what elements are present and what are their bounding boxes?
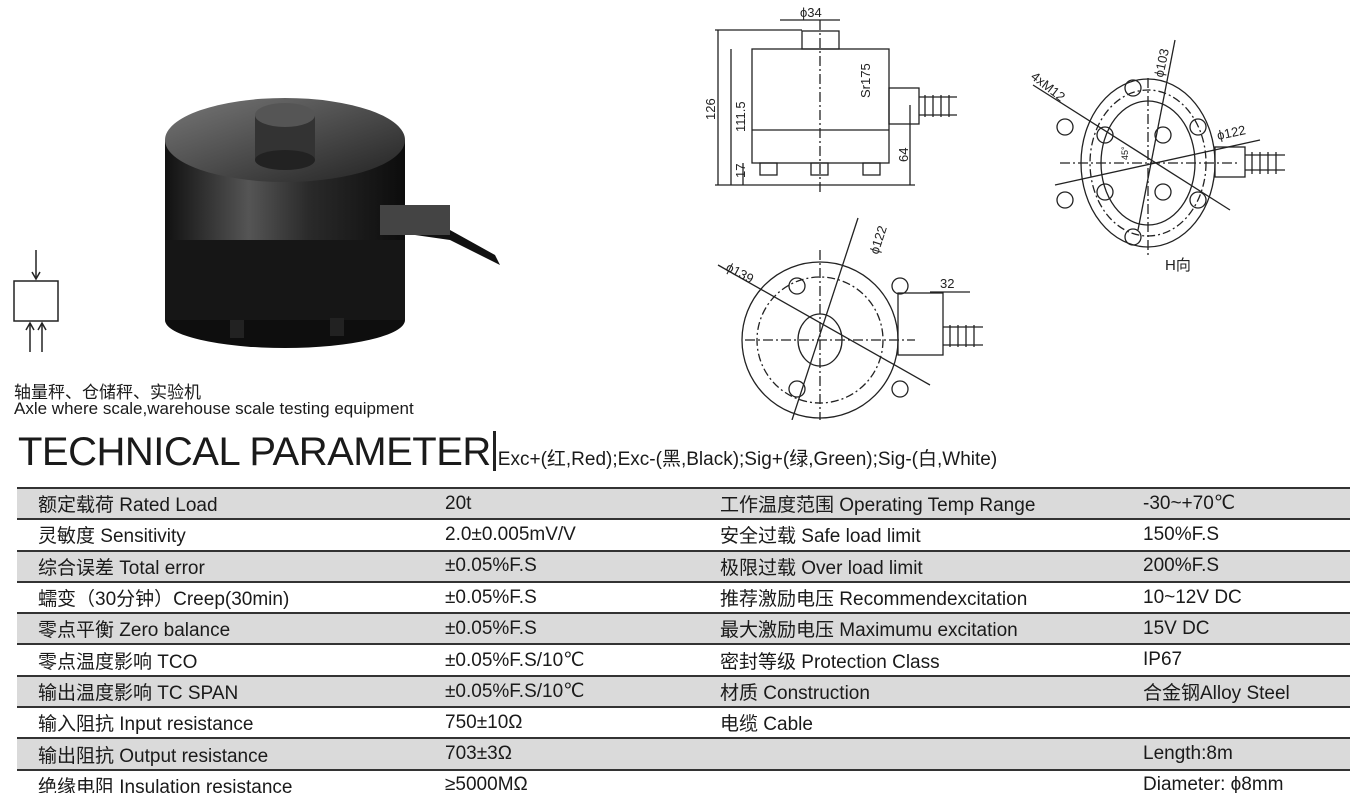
dim-d34: ϕ34 bbox=[800, 5, 822, 20]
param-label: 绝缘电阻 Insulation resistance bbox=[17, 768, 445, 793]
param-label: 输入阻抗 Input resistance bbox=[17, 706, 445, 739]
dim-111-5: 111.5 bbox=[733, 101, 748, 132]
technical-drawing: ϕ34 Sr175 126 111.5 17 64 4xM12 ϕ103 ϕ12… bbox=[703, 5, 1285, 420]
param-label: 推荐激励电压 Recommendexcitation bbox=[720, 580, 1143, 614]
dim-angle: 45° bbox=[1120, 146, 1130, 160]
dim-64: 64 bbox=[896, 148, 911, 162]
param-label bbox=[720, 737, 1143, 770]
param-value: ±0.05%F.S bbox=[445, 580, 720, 614]
param-value: 2.0±0.005mV/V bbox=[445, 518, 720, 551]
param-label: 零点平衡 Zero balance bbox=[17, 612, 445, 645]
dim-d122-bottom: ϕ122 bbox=[867, 224, 890, 256]
param-label: 输出温度影响 TC SPAN bbox=[17, 674, 445, 708]
param-label: 输出阻抗 Output resistance bbox=[17, 737, 445, 770]
param-value: Diameter: ϕ8mm bbox=[1143, 768, 1350, 793]
param-value: -30~+70℃ bbox=[1143, 486, 1350, 520]
param-label bbox=[720, 768, 1143, 793]
param-label: 综合误差 Total error bbox=[17, 549, 445, 582]
param-value: ±0.05%F.S/10℃ bbox=[445, 643, 720, 676]
load-cell-photo bbox=[165, 98, 500, 348]
param-label: 安全过载 Safe load limit bbox=[720, 518, 1143, 551]
param-label: 工作温度范围 Operating Temp Range bbox=[720, 486, 1143, 520]
load-direction-symbol bbox=[13, 250, 59, 352]
dim-d139: ϕ139 bbox=[724, 259, 757, 286]
wiring-legend: Exc+(红,Red);Exc-(黑,Black);Sig+(绿,Green);… bbox=[497, 449, 998, 470]
dim-32: 32 bbox=[940, 276, 954, 291]
dim-126: 126 bbox=[703, 98, 718, 120]
view-label: H向 bbox=[1165, 257, 1191, 274]
param-value: 10~12V DC bbox=[1143, 580, 1350, 614]
param-value: ±0.05%F.S/10℃ bbox=[445, 674, 720, 708]
application-en: Axle where scale,warehouse scale testing… bbox=[14, 399, 414, 418]
param-label: 密封等级 Protection Class bbox=[720, 643, 1143, 676]
param-label: 蠕变（30分钟）Creep(30min) bbox=[17, 580, 445, 614]
section-title: TECHNICAL PARAMETER Exc+(红,Red);Exc-(黑,Bl… bbox=[18, 430, 997, 475]
param-value: 703±3Ω bbox=[445, 737, 720, 770]
param-value: ≥5000MΩ bbox=[445, 768, 720, 793]
param-value: 合金钢Alloy Steel bbox=[1143, 674, 1350, 708]
param-value: 15V DC bbox=[1143, 612, 1350, 645]
param-value: 200%F.S bbox=[1143, 549, 1350, 582]
title-divider bbox=[492, 431, 496, 471]
dim-d122-h: ϕ122 bbox=[1216, 122, 1247, 143]
param-label: 电缆 Cable bbox=[720, 706, 1143, 739]
title-main: TECHNICAL PARAMETER bbox=[18, 430, 491, 474]
param-label: 额定载荷 Rated Load bbox=[17, 486, 445, 520]
param-value: 750±10Ω bbox=[445, 706, 720, 739]
param-value: ±0.05%F.S bbox=[445, 549, 720, 582]
param-label: 材质 Construction bbox=[720, 674, 1143, 708]
param-value: 20t bbox=[445, 486, 720, 520]
param-value: 150%F.S bbox=[1143, 518, 1350, 551]
dim-sr175: Sr175 bbox=[858, 63, 873, 98]
dim-d103: ϕ103 bbox=[1151, 47, 1172, 78]
param-value: ±0.05%F.S bbox=[445, 612, 720, 645]
param-value bbox=[1143, 706, 1350, 739]
param-value: IP67 bbox=[1143, 643, 1350, 676]
param-value: Length:8m bbox=[1143, 737, 1350, 770]
param-label: 极限过载 Over load limit bbox=[720, 549, 1143, 582]
dim-17: 17 bbox=[733, 164, 748, 178]
param-label: 零点温度影响 TCO bbox=[17, 643, 445, 676]
table-row: 绝缘电阻 Insulation resistance≥5000MΩ Diamete… bbox=[17, 768, 1350, 793]
param-label: 灵敏度 Sensitivity bbox=[17, 518, 445, 551]
application-cn: 轴量秤、仓储秤、实验机 bbox=[14, 383, 201, 402]
param-label: 最大激励电压 Maximumu excitation bbox=[720, 612, 1143, 645]
